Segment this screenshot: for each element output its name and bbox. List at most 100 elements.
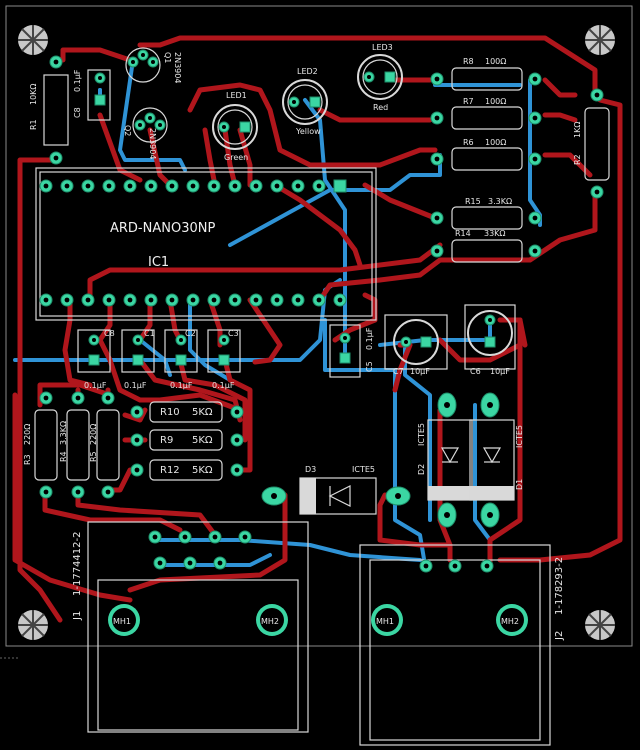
c7-capacitor[interactable]: C7 10µF bbox=[384, 314, 448, 376]
pad-hole bbox=[295, 297, 301, 303]
d3-ref-label: D3 bbox=[305, 465, 316, 474]
cap-pin bbox=[88, 354, 100, 366]
pad-hole bbox=[43, 297, 49, 303]
d3-diode[interactable]: D3 ICTE5 bbox=[299, 465, 377, 515]
pad-hole bbox=[53, 59, 59, 65]
pad-hole bbox=[222, 338, 226, 342]
r12-resistor[interactable]: R12 5KΩ bbox=[149, 459, 223, 481]
pad-hole bbox=[148, 297, 154, 303]
pad-hole bbox=[487, 512, 493, 518]
c3-ref-label: C3 bbox=[228, 329, 239, 338]
d1-diode[interactable]: D1 ICTE5 bbox=[469, 419, 524, 501]
led3[interactable]: LED3 Red bbox=[357, 43, 403, 112]
pad-hole bbox=[136, 338, 140, 342]
c5-capacitor[interactable]: C5 0.1µF bbox=[329, 324, 374, 378]
mh2-label: MH2 bbox=[261, 617, 279, 626]
c6-capacitor[interactable]: C6 10µF bbox=[464, 304, 516, 376]
mh1-pad[interactable]: MH1 bbox=[108, 604, 140, 636]
j1-ref-label: J1 bbox=[72, 611, 83, 621]
pad-hole bbox=[532, 76, 538, 82]
mh4-pad[interactable]: MH2 bbox=[496, 604, 528, 636]
r1-resistor[interactable]: R1 10KΩ bbox=[29, 74, 69, 146]
q1-transistor[interactable]: Q1 2N3904 bbox=[125, 47, 182, 83]
r9-ref-label: R9 bbox=[160, 435, 173, 446]
r10-resistor[interactable]: R10 5KΩ bbox=[149, 401, 223, 423]
pad-hole bbox=[138, 123, 142, 127]
led1-pin bbox=[239, 121, 251, 133]
pad-hole bbox=[452, 563, 458, 569]
pad-hole bbox=[190, 183, 196, 189]
r3-value-label: 220Ω bbox=[23, 424, 32, 445]
pad-hole bbox=[105, 395, 111, 401]
c8-top-capacitor[interactable]: C8 0.1µF bbox=[73, 69, 111, 121]
pad-hole bbox=[532, 215, 538, 221]
r6-resistor[interactable]: R6 100Ω bbox=[451, 138, 523, 171]
mh1-label: MH1 bbox=[113, 617, 131, 626]
ic1-ref-label: IC1 bbox=[148, 255, 169, 270]
r3-resistor[interactable]: R3 220Ω bbox=[23, 409, 58, 481]
pad-hole bbox=[232, 297, 238, 303]
mh2-pad[interactable]: MH2 bbox=[256, 604, 288, 636]
r9-resistor[interactable]: R9 5KΩ bbox=[149, 429, 223, 451]
r4-value-label: 3.3KΩ bbox=[59, 421, 68, 445]
pad-hole bbox=[85, 183, 91, 189]
pad-hole bbox=[134, 467, 140, 473]
mounting-hole-tl bbox=[18, 25, 48, 55]
r8-resistor[interactable]: R8 100Ω bbox=[451, 57, 523, 91]
led3-color-label: Red bbox=[373, 103, 388, 112]
c8-top-value-label: 0.1µF bbox=[73, 69, 82, 92]
r10-ref-label: R10 bbox=[160, 407, 180, 418]
r9-value-label: 5KΩ bbox=[192, 435, 213, 446]
trace-bottom bbox=[323, 318, 427, 567]
cap-pin bbox=[175, 354, 187, 366]
c8-capacitor[interactable]: C8 0.1µF bbox=[77, 329, 115, 390]
cap-pin bbox=[218, 354, 230, 366]
ic1-arduino-nano[interactable]: ARD-NANO30NP IC1 bbox=[35, 167, 377, 321]
c2-capacitor[interactable]: C2 0.1µF bbox=[164, 329, 198, 390]
j1-connector[interactable]: J1 1-1774412-2 bbox=[72, 521, 309, 733]
pad-hole bbox=[242, 534, 248, 540]
pad-hole bbox=[158, 123, 162, 127]
pad-hole bbox=[211, 183, 217, 189]
c3-capacitor[interactable]: C3 0.1µF bbox=[207, 329, 241, 390]
pad-hole bbox=[316, 183, 322, 189]
led3-ref-label: LED3 bbox=[372, 43, 393, 52]
r5-resistor[interactable]: R5 220Ω bbox=[89, 409, 120, 481]
r2-ref-label: R2 bbox=[573, 154, 582, 165]
d1-value-label: ICTE5 bbox=[515, 425, 524, 448]
r12-ref-label: R12 bbox=[160, 465, 180, 476]
r2-resistor[interactable]: R2 1KΩ bbox=[573, 107, 610, 181]
r2-value-label: 1KΩ bbox=[573, 122, 582, 138]
r5-ref-label: R5 bbox=[89, 451, 98, 462]
led1[interactable]: LED1 Green bbox=[212, 91, 258, 162]
led1-color-label: Green bbox=[224, 153, 248, 162]
r14-resistor[interactable]: R14 33KΩ bbox=[451, 229, 523, 263]
c1-ref-label: C1 bbox=[144, 329, 155, 338]
c1-capacitor[interactable]: C1 0.1µF bbox=[121, 329, 155, 390]
led2[interactable]: LED2 Yellow bbox=[282, 67, 328, 136]
pad-hole bbox=[75, 395, 81, 401]
trace-bottom bbox=[118, 58, 187, 172]
j2-connector[interactable]: J2 1-178293-2 bbox=[359, 544, 565, 746]
c2-ref-label: C2 bbox=[185, 329, 196, 338]
c8-top-ref-label: C8 bbox=[73, 107, 82, 118]
r7-resistor[interactable]: R7 100Ω bbox=[451, 97, 523, 130]
c6-ref-label: C6 bbox=[470, 367, 481, 376]
d2-diode[interactable]: D2 ICTE5 bbox=[417, 419, 473, 501]
pad-hole bbox=[367, 75, 371, 79]
r6-value-label: 100Ω bbox=[485, 138, 506, 147]
r4-resistor[interactable]: R4 3.3KΩ bbox=[59, 409, 90, 481]
q2-ref-label: Q2 bbox=[123, 125, 132, 136]
trace-bottom bbox=[303, 98, 347, 342]
pad-hole bbox=[292, 100, 296, 104]
mh3-pad[interactable]: MH1 bbox=[371, 604, 403, 636]
pad-hole bbox=[151, 60, 155, 64]
pad-hole bbox=[274, 183, 280, 189]
q2-transistor[interactable]: Q2 2N3904 bbox=[123, 107, 168, 159]
pad-hole bbox=[434, 215, 440, 221]
pad-hole bbox=[232, 183, 238, 189]
c2-value-label: 0.1µF bbox=[170, 381, 193, 390]
r15-value-label: 3.3KΩ bbox=[488, 197, 512, 206]
r15-resistor[interactable]: R15 3.3KΩ bbox=[451, 197, 523, 230]
pad-hole bbox=[75, 489, 81, 495]
